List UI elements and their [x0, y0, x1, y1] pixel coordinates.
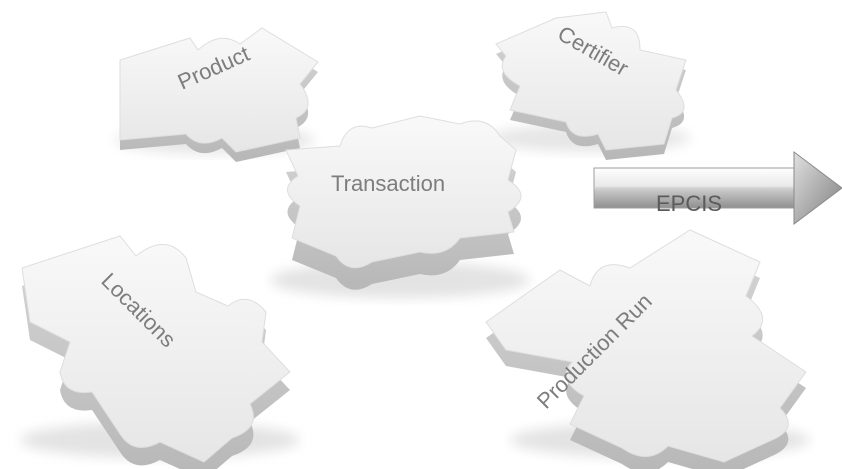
epcis-label: EPCIS [656, 191, 722, 216]
epcis-arrow: EPCIS [593, 151, 842, 225]
puzzle-piece-product: Product [115, 27, 319, 162]
transaction-label: Transaction [331, 171, 445, 196]
puzzle-piece-transaction: Transaction [270, 115, 530, 298]
arrow-head-icon [793, 151, 842, 225]
puzzle-piece-certifier: Certifier [490, 11, 690, 160]
puzzle-piece-production-run: Production Run [485, 229, 810, 469]
puzzle-piece-locations: Locations [20, 235, 300, 469]
